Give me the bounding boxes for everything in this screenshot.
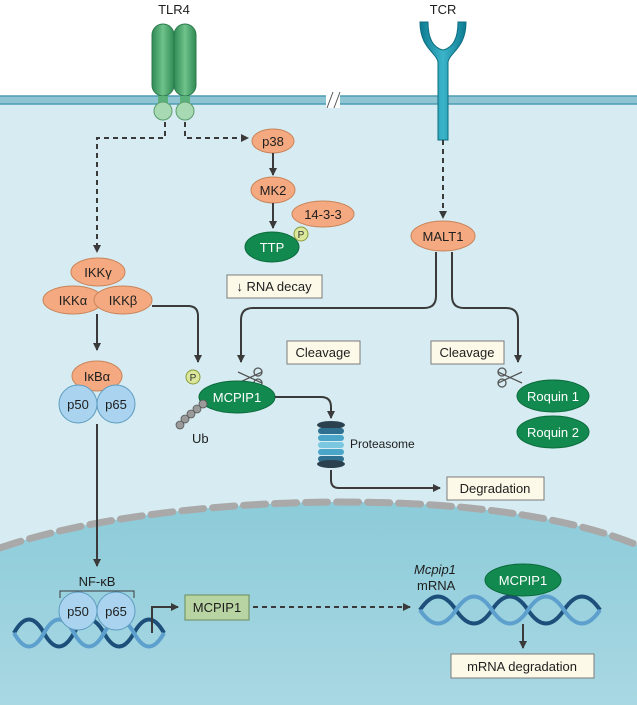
cleavage-left-label: Cleavage (296, 345, 351, 360)
mrna-helix (418, 594, 602, 626)
roquin1-label: Roquin 1 (527, 389, 579, 404)
ikk-alpha-label: IKKα (59, 293, 88, 308)
ikk-gamma-label: IKKγ (84, 265, 112, 280)
ikba-label: IκBα (84, 369, 111, 384)
mcpip1-nuclear-label: MCPIP1 (499, 573, 547, 588)
tlr4-to-p38-arrow (184, 122, 249, 142)
membrane-break-mark (326, 91, 341, 109)
ubiquitin-chain (175, 399, 208, 430)
malt1-to-roquin-arrow (451, 252, 522, 363)
ttp-phospho (293, 226, 309, 242)
nfkb-bracket (59, 590, 135, 598)
rna-decay-label: ↓ RNA decay (236, 279, 312, 294)
transcription-start-arrow (151, 603, 179, 633)
mcpip1-mrna-gene-label: Mcpip1 (414, 562, 456, 577)
tcr-receptor (419, 21, 467, 141)
ikk-beta-node (93, 285, 153, 315)
degradation-label: Degradation (460, 481, 531, 496)
ttp-phospho-label: P (298, 230, 305, 241)
proteasome-to-degradation-arrow (330, 470, 441, 492)
p65-nuclear-label: p65 (105, 604, 127, 619)
mcpip1-to-proteasome-arrow (275, 396, 335, 419)
p38-label: p38 (262, 134, 284, 149)
p50-nuclear-label: p50 (67, 604, 89, 619)
mcpip1-phospho-label: P (190, 373, 197, 384)
mcpip1-protein-label: MCPIP1 (213, 390, 261, 405)
ikk-beta-label: IKKβ (109, 293, 137, 308)
degradation-box (446, 476, 545, 501)
ikba-node (71, 360, 123, 392)
roquin2-node (516, 415, 590, 449)
mk2-label: MK2 (260, 183, 287, 198)
ikk-gamma-node (70, 257, 126, 287)
scissors-right-icon (497, 367, 523, 388)
malt1-label: MALT1 (423, 229, 464, 244)
p50-label: p50 (67, 397, 89, 412)
nfkb-label: NF-κB (79, 574, 116, 589)
tcr-label: TCR (430, 2, 457, 17)
ikk-to-mcpip1-arrow (152, 305, 202, 363)
roquin2-label: Roquin 2 (527, 425, 579, 440)
protein-14-3-3-label: 14-3-3 (304, 207, 342, 222)
nuclear-envelope (0, 498, 637, 552)
cleavage-right-label: Cleavage (440, 345, 495, 360)
proteasome-label: Proteasome (350, 437, 415, 451)
roquin1-node (516, 379, 590, 413)
mcpip1-gene-label: MCPIP1 (193, 600, 241, 615)
p65-node (96, 384, 136, 424)
malt1-node (410, 220, 476, 252)
p65-nuclear-node (96, 591, 136, 631)
mrna-degradation-label: mRNA degradation (467, 659, 577, 674)
cleavage-right-box (430, 340, 505, 365)
p65-label: p65 (105, 397, 127, 412)
mcpip1-nuclear-node (484, 563, 562, 597)
rna-decay-box (226, 274, 323, 299)
tlr4-label: TLR4 (158, 2, 190, 17)
plasma-membrane (0, 96, 637, 104)
ttp-label: TTP (260, 240, 285, 255)
mcpip1-phospho (185, 369, 201, 385)
mrna-label: mRNA (417, 578, 456, 593)
tlr4-receptor (151, 23, 197, 121)
ttp-node (244, 231, 300, 263)
malt1-to-mcpip1-arrow (237, 252, 437, 363)
tlr4-to-ikk-arrow (93, 122, 166, 253)
mcpip1-gene-box (184, 594, 250, 621)
proteasome-icon (317, 421, 345, 468)
cleavage-left-box (286, 340, 361, 365)
ub-label: Ub (192, 431, 209, 446)
mrna-degradation-box (450, 653, 595, 679)
protein-14-3-3-node (291, 200, 355, 228)
